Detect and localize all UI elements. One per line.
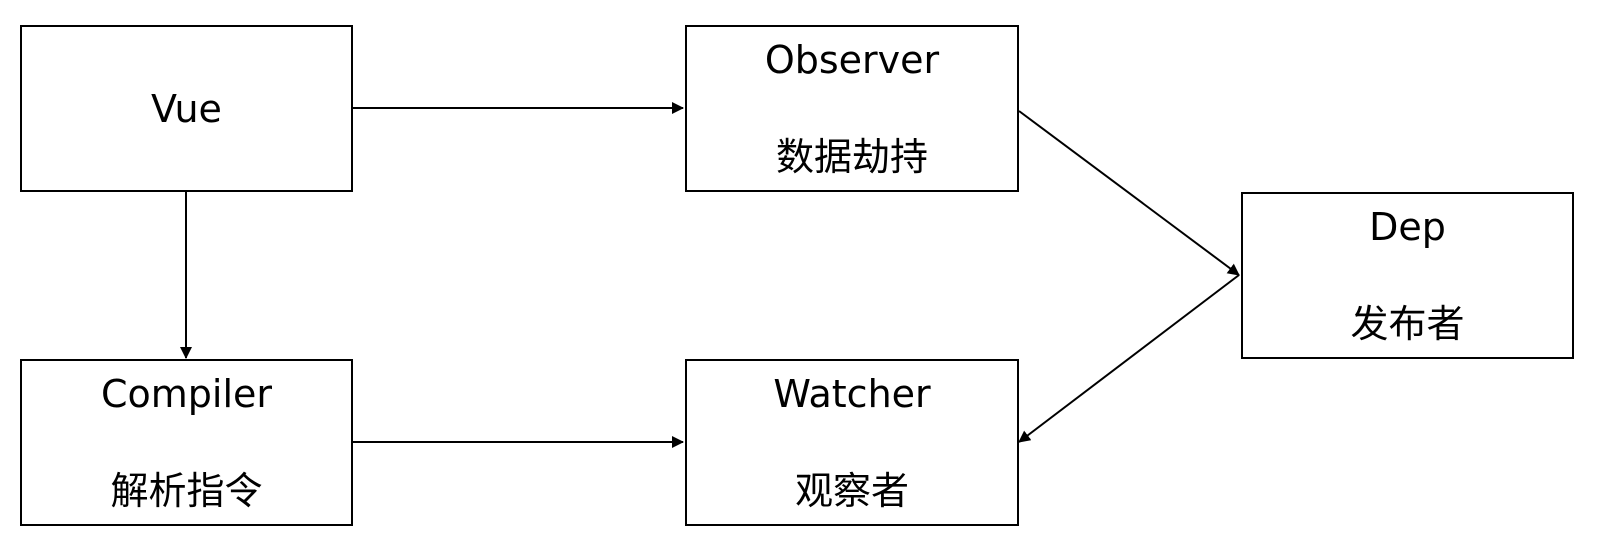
arrow-observer-to-dep <box>1018 110 1240 276</box>
watcher-node-subtitle: 观察者 <box>794 469 909 513</box>
watcher-node: Watcher 观察者 <box>685 359 1019 526</box>
compiler-node: Compiler 解析指令 <box>20 359 353 526</box>
vue-node: Vue <box>20 25 353 192</box>
dep-node-title: Dep <box>1369 205 1446 249</box>
observer-node: Observer 数据劫持 <box>685 25 1019 192</box>
arrow-dep-to-watcher <box>1018 274 1240 443</box>
compiler-node-subtitle: 解析指令 <box>110 469 263 513</box>
watcher-node-title: Watcher <box>773 372 931 416</box>
compiler-node-title: Compiler <box>100 372 273 416</box>
vue-node-title: Vue <box>151 86 222 131</box>
observer-node-subtitle: 数据劫持 <box>775 135 928 179</box>
dep-node: Dep 发布者 <box>1241 192 1574 359</box>
observer-node-title: Observer <box>764 38 940 82</box>
dep-node-subtitle: 发布者 <box>1350 302 1465 346</box>
